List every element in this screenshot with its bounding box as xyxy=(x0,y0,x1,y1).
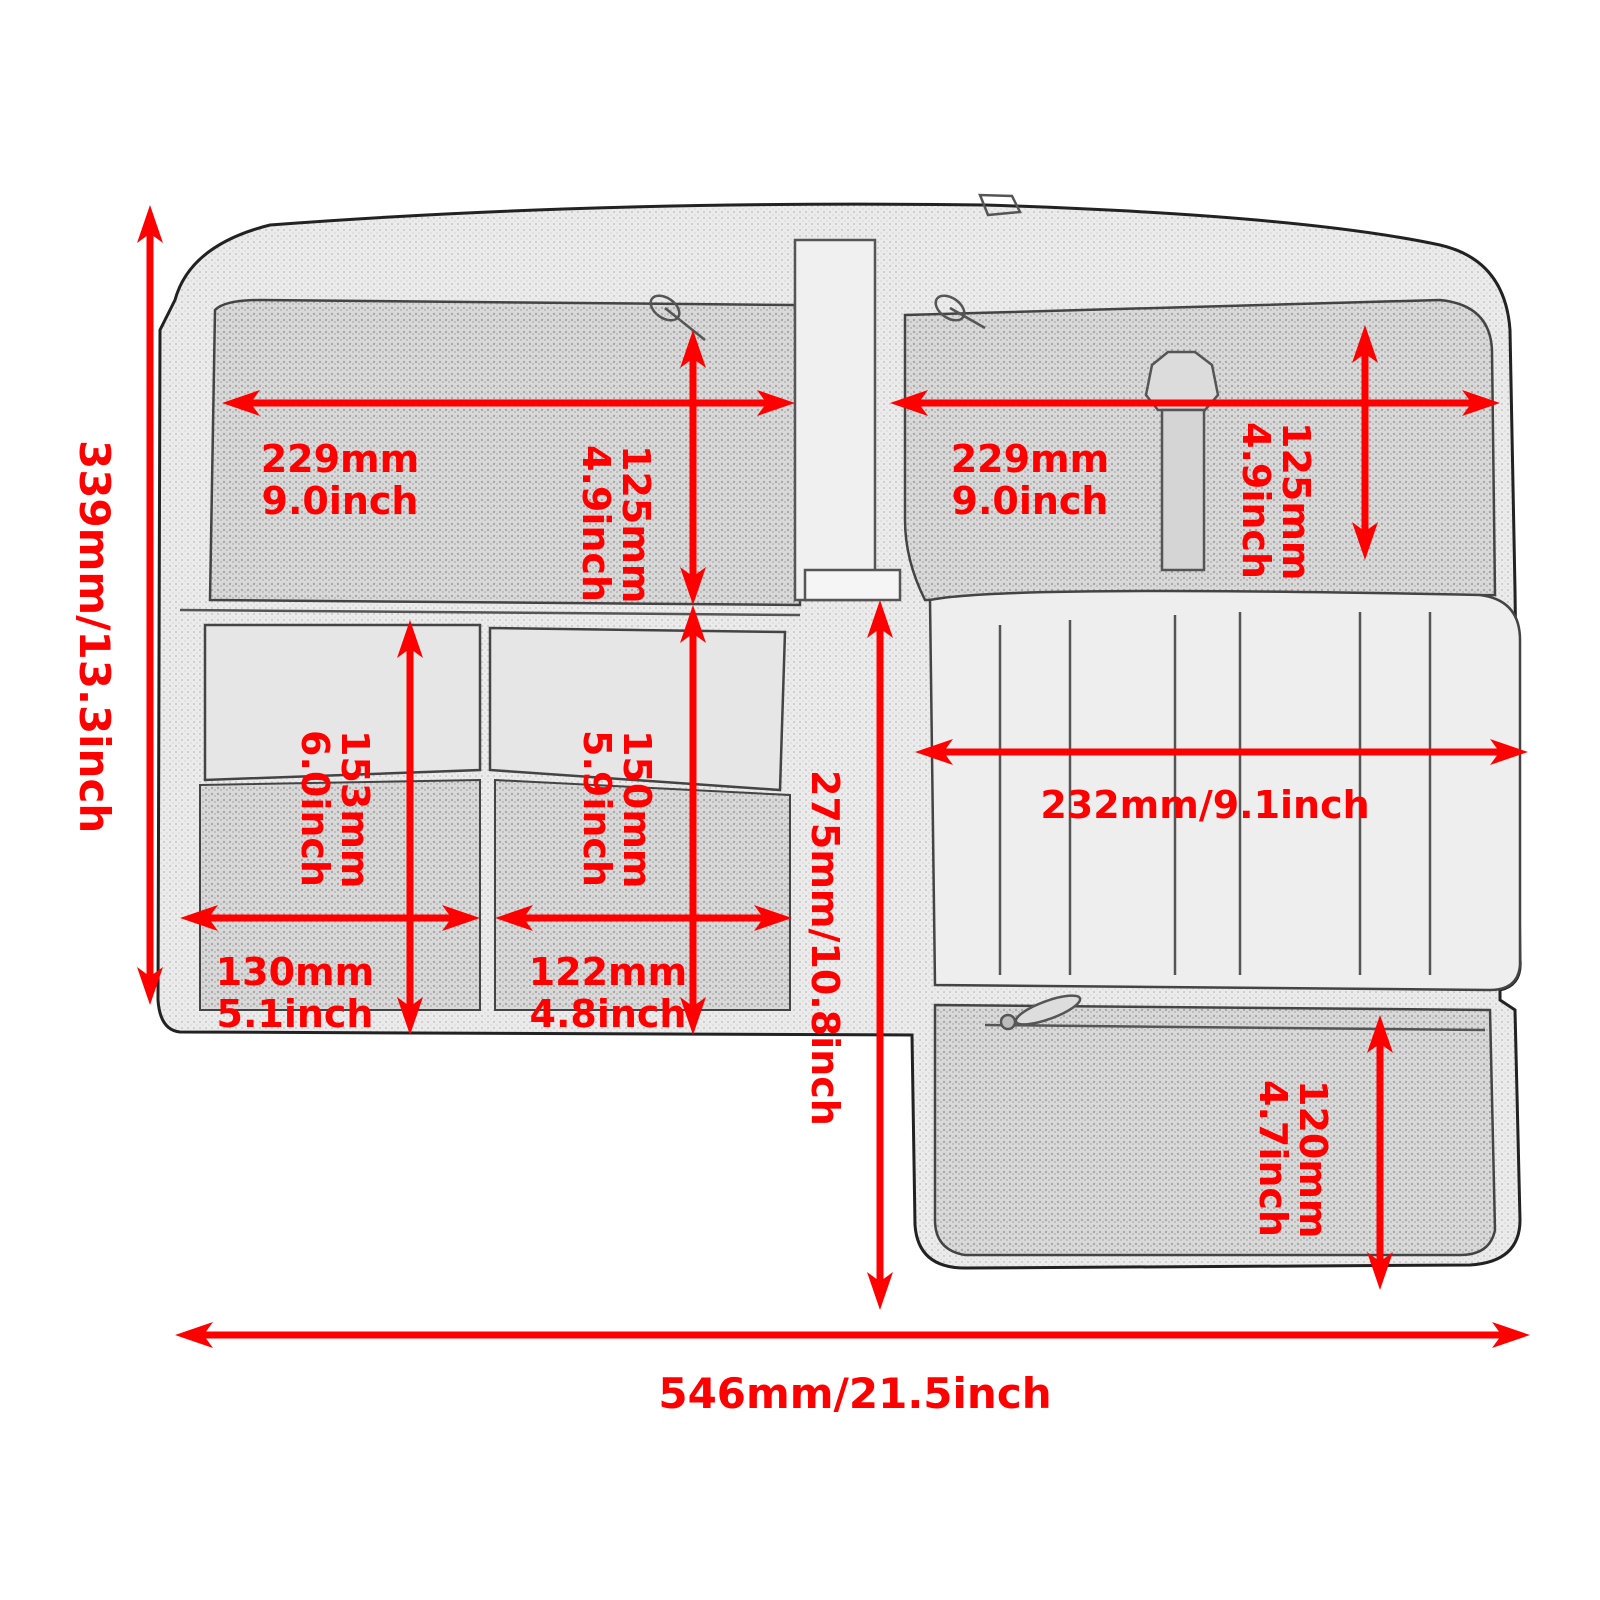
pocket2-height-arrow-head xyxy=(680,605,706,643)
center-height-label: 275mm/10.8inch xyxy=(803,770,847,1126)
center-height-arrow-head xyxy=(867,1272,893,1310)
bag-organizer-drawing xyxy=(156,193,1522,1270)
total-width-arrow-head xyxy=(1492,1322,1530,1348)
top-right-height-mm: 125mm xyxy=(1274,422,1318,581)
right-mid-width-arrow-head xyxy=(1490,739,1528,765)
right-mid-width-label: 232mm/9.1inch xyxy=(1040,783,1369,827)
total-height-label: 339mm/13.3inch xyxy=(70,440,119,833)
pocket2-height-arrow-head xyxy=(680,997,706,1035)
pocket1-width-in: 5.1inch xyxy=(217,992,374,1036)
top-right-width-arrow-head xyxy=(1462,390,1500,416)
elastic-loops xyxy=(998,612,1432,975)
top-right-width-mm: 229mm xyxy=(951,437,1110,481)
top-left-width-arrow-head xyxy=(222,390,260,416)
top-left-height-in: 4.9inch xyxy=(574,445,618,602)
top-left-height-arrow-head xyxy=(680,567,706,605)
lower-right-height-arrow-head xyxy=(1367,1015,1393,1053)
total-height-arrow-head xyxy=(137,967,163,1005)
safety-pin-icon xyxy=(649,294,706,341)
pocket1-width-arrow-head xyxy=(442,905,480,931)
lower-right-compartment xyxy=(933,1003,1497,1257)
zipper-line xyxy=(984,1023,1486,1032)
lower-right-height-mm: 120mm xyxy=(1291,1080,1335,1239)
total-height-arrow-head xyxy=(137,205,163,243)
top-right-width-in: 9.0inch xyxy=(952,479,1109,523)
top-left-width-arrow-head xyxy=(757,390,795,416)
pocket1-height-in: 6.0inch xyxy=(293,730,337,887)
pocket2-width-arrow-head xyxy=(754,905,792,931)
top-left-height-mm: 125mm xyxy=(614,445,658,604)
top-left-height-arrow-head xyxy=(680,330,706,368)
lower-right-height-in: 4.7inch xyxy=(1251,1080,1295,1237)
pocket1-width-arrow-head xyxy=(180,905,218,931)
top-right-height-in: 4.9inch xyxy=(1234,422,1278,579)
pocket2-width-arrow-head xyxy=(495,905,533,931)
top-right-width-arrow-head xyxy=(890,390,928,416)
center-strap-tab xyxy=(803,568,902,602)
safety-pin-icon xyxy=(934,294,986,330)
pocket1-height-mm: 153mm xyxy=(333,730,377,889)
horizontal-seam xyxy=(179,608,801,617)
total-width-label: 546mm/21.5inch xyxy=(658,1369,1051,1418)
top-left-width-in: 9.0inch xyxy=(262,479,419,523)
right-mid-panel xyxy=(928,589,1522,992)
pocket1-width-mm: 130mm xyxy=(216,950,375,994)
pocket2-width-in: 4.8inch xyxy=(530,992,687,1036)
top-left-width-mm: 229mm xyxy=(261,437,420,481)
top-right-height-arrow-head xyxy=(1352,325,1378,363)
dimension-lines xyxy=(137,205,1530,1348)
center-height-arrow-head xyxy=(867,600,893,638)
zipper-pull-icon xyxy=(999,994,1082,1031)
pocket1-height-arrow-head xyxy=(397,620,423,658)
right-mid-width-arrow-head xyxy=(915,739,953,765)
pocket2-height-mm: 150mm xyxy=(615,730,659,889)
top-right-height-arrow-head xyxy=(1352,522,1378,560)
total-width-arrow-head xyxy=(175,1322,213,1348)
center-strap xyxy=(793,238,877,602)
pocket2-height-in: 5.9inch xyxy=(575,730,619,887)
pocket2-width-mm: 122mm xyxy=(529,950,688,994)
dimension-labels: 339mm/13.3inch 546mm/21.5inch 275mm/10.8… xyxy=(70,422,1370,1418)
pocket1-height-arrow-head xyxy=(397,997,423,1035)
top-zipper-pull xyxy=(978,193,1022,217)
lower-right-height-arrow-head xyxy=(1367,1252,1393,1290)
buckle-strap xyxy=(1144,350,1220,572)
